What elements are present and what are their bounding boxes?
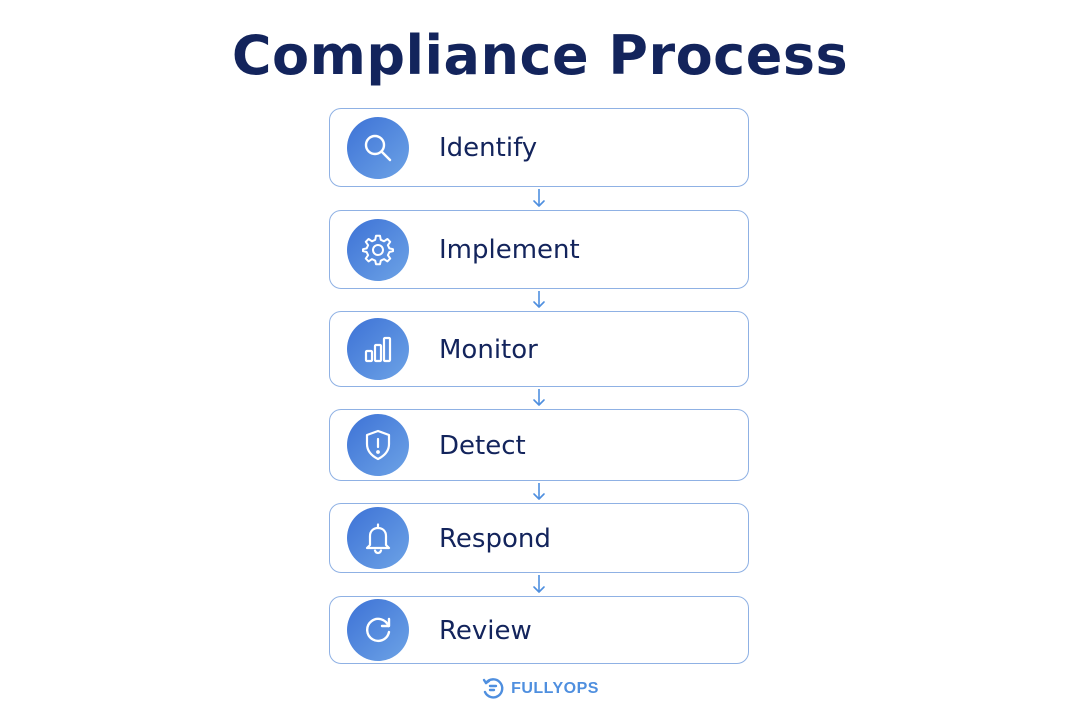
arrow-down-icon xyxy=(533,575,545,593)
arrow-down-icon xyxy=(533,389,545,406)
brand-logo-icon xyxy=(482,678,504,699)
step-respond: Respond xyxy=(329,503,749,573)
bar-chart-icon xyxy=(347,318,409,380)
shield-alert-icon xyxy=(347,414,409,476)
step-label: Detect xyxy=(439,431,526,461)
step-identify: Identify xyxy=(329,108,749,187)
arrow-down-icon xyxy=(533,483,545,500)
brand-footer: FULLYOPS xyxy=(0,677,1080,701)
step-monitor: Monitor xyxy=(329,311,749,387)
arrow-down-icon xyxy=(533,291,545,308)
step-label: Implement xyxy=(439,235,580,265)
refresh-icon xyxy=(347,599,409,661)
step-detect: Detect xyxy=(329,409,749,481)
gear-icon xyxy=(347,219,409,281)
step-label: Monitor xyxy=(439,335,538,365)
step-review: Review xyxy=(329,596,749,664)
step-label: Review xyxy=(439,616,532,646)
arrow-down-icon xyxy=(533,189,545,207)
step-label: Identify xyxy=(439,133,538,163)
page-title: Compliance Process xyxy=(231,24,849,87)
step-label: Respond xyxy=(439,524,551,554)
step-implement: Implement xyxy=(329,210,749,289)
bell-icon xyxy=(347,507,409,569)
search-icon xyxy=(347,117,409,179)
brand-name: FULLYOPS xyxy=(511,680,599,697)
